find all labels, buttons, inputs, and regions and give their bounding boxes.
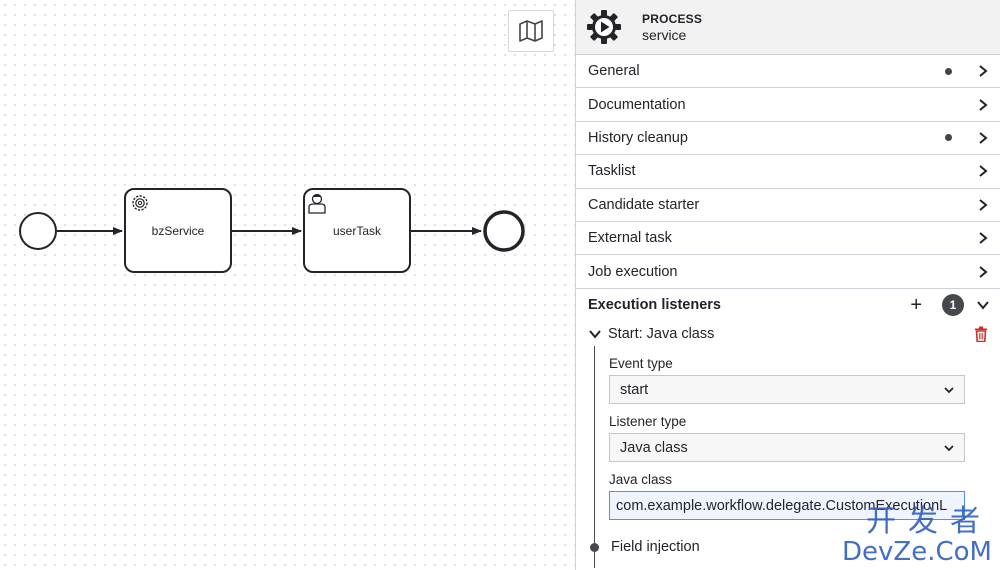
element-name: service (642, 26, 687, 43)
java-class-label: Java class (609, 472, 673, 488)
group-title: Tasklist (588, 163, 636, 180)
chevron-down-icon (944, 386, 954, 393)
watermark-cn: 开发者 (866, 504, 992, 539)
group-title: Candidate starter (588, 196, 700, 213)
data-marker-dot (945, 134, 952, 142)
group-execution-listeners[interactable]: Execution listeners + 1 (576, 289, 1000, 322)
collapse-chevron-icon[interactable] (588, 327, 602, 341)
java-class-value: com.example.workflow.delegate.CustomExec… (616, 497, 948, 514)
user-icon (308, 193, 326, 214)
event-type-value: start (620, 381, 649, 398)
tree-line (594, 346, 595, 569)
bpmn-diagram: bzService userTask (19, 188, 525, 273)
start-event[interactable] (19, 212, 57, 250)
group-title: External task (588, 230, 672, 247)
chevron-right-icon (979, 232, 988, 244)
end-event[interactable] (483, 210, 525, 252)
chevron-down-icon[interactable] (976, 298, 990, 312)
panel-header: PROCESS service (576, 0, 1000, 55)
listener-title: Start: Java class (608, 326, 715, 343)
chevron-right-icon (979, 198, 988, 211)
delete-icon[interactable] (974, 326, 988, 343)
map-icon (519, 20, 543, 42)
group-title: Documentation (588, 96, 686, 113)
group-job-execution[interactable]: Job execution (576, 255, 1000, 289)
chevron-right-icon (979, 98, 988, 111)
chevron-down-icon (944, 444, 954, 451)
group-candidate-starter[interactable]: Candidate starter (576, 189, 1000, 222)
watermark-en: DevZe.CoM (842, 537, 992, 567)
properties-panel: PROCESS service General Documentation Hi… (575, 0, 1000, 570)
group-title: General (588, 63, 640, 80)
group-general[interactable]: General (576, 55, 1000, 89)
listener-type-select[interactable]: Java class (609, 433, 965, 463)
user-task[interactable]: userTask (303, 188, 411, 273)
group-tasklist[interactable]: Tasklist (576, 155, 1000, 189)
event-type-select[interactable]: start (609, 375, 965, 405)
element-type: PROCESS (642, 11, 703, 26)
group-documentation[interactable]: Documentation (576, 88, 1000, 122)
listener-type-label: Listener type (609, 414, 687, 430)
user-task-label: userTask (333, 224, 382, 238)
data-marker-dot (945, 67, 952, 75)
gear-icon (132, 195, 148, 211)
process-icon (587, 10, 621, 44)
group-history-cleanup[interactable]: History cleanup (576, 122, 1000, 156)
listener-type-value: Java class (620, 439, 688, 456)
service-task[interactable]: bzService (124, 188, 232, 273)
listener-count-badge: 1 (942, 294, 964, 317)
field-injection-label: Field injection (611, 539, 700, 556)
execution-listener-item: Start: Java class Event type start Liste… (576, 322, 1000, 569)
group-external-task[interactable]: External task (576, 222, 1000, 256)
chevron-right-icon (979, 165, 988, 178)
minimap-toggle-button[interactable] (508, 10, 554, 52)
event-type-label: Event type (609, 356, 673, 372)
chevron-right-icon (979, 265, 988, 278)
service-task-label: bzService (152, 224, 205, 238)
chevron-right-icon (979, 132, 988, 144)
group-title: Job execution (588, 263, 678, 280)
group-title: Execution listeners (588, 297, 721, 314)
watermark: 开发者 DevZe.CoM (842, 504, 992, 567)
bpmn-canvas[interactable]: bzService userTask (0, 0, 575, 570)
group-title: History cleanup (588, 129, 688, 146)
java-class-input[interactable]: com.example.workflow.delegate.CustomExec… (609, 491, 965, 521)
chevron-right-icon (979, 65, 988, 77)
add-listener-button[interactable]: + (910, 294, 922, 317)
